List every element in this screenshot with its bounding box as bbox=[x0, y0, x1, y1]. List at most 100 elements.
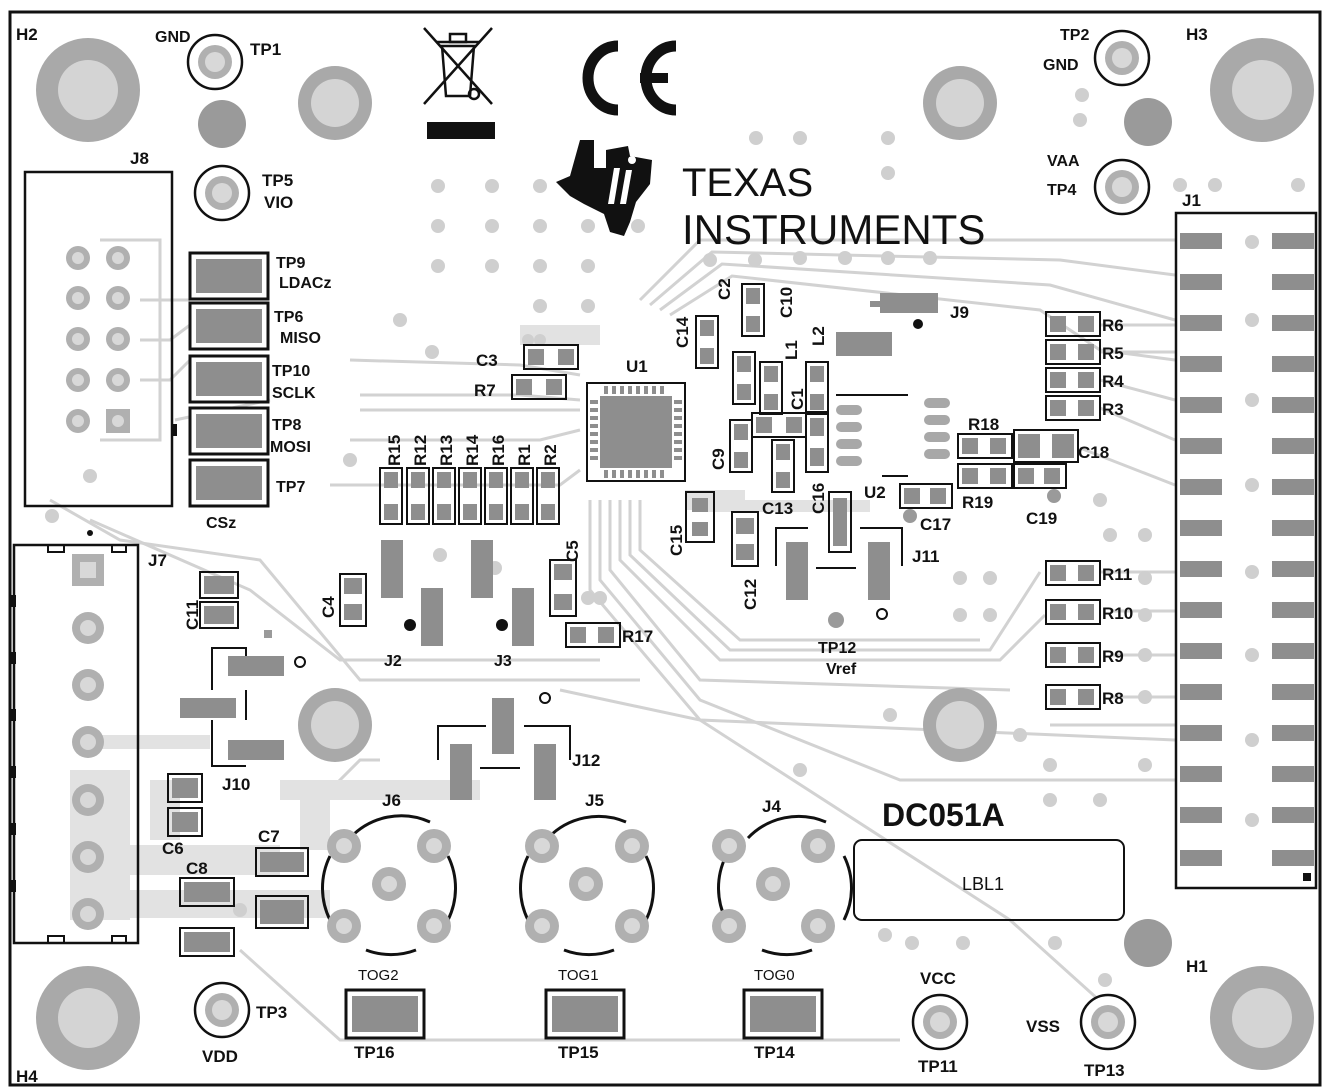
r18-label: R18 bbox=[968, 415, 999, 434]
c7-label: C7 bbox=[258, 827, 280, 846]
tp3-net: VDD bbox=[202, 1047, 238, 1066]
tp5-net: VIO bbox=[264, 193, 293, 212]
r1-label: R1 bbox=[515, 444, 534, 466]
j11-label: J11 bbox=[912, 547, 939, 566]
ce-mark-icon bbox=[582, 40, 677, 116]
tp1-label: TP1 bbox=[250, 40, 281, 59]
j8-label: J8 bbox=[130, 149, 149, 168]
c16-label: C16 bbox=[809, 483, 828, 514]
tp1-net: GND bbox=[155, 29, 191, 46]
resistor-array bbox=[379, 467, 560, 525]
c8-label: C8 bbox=[186, 859, 208, 878]
weee-bin-icon bbox=[423, 27, 493, 105]
tp2-net: GND bbox=[1043, 57, 1079, 74]
ti-logo-icon bbox=[556, 140, 652, 236]
l2-label: L2 bbox=[809, 326, 828, 346]
j7-label: J7 bbox=[148, 551, 167, 570]
r3-label: R3 bbox=[1102, 400, 1124, 419]
tp7-label: TP7 bbox=[276, 479, 305, 496]
hole-h3: H3 bbox=[1186, 25, 1208, 44]
r16-label: R16 bbox=[489, 435, 508, 466]
company-line1: TEXAS bbox=[682, 161, 813, 205]
c18-label: C18 bbox=[1078, 443, 1109, 462]
tp3-label: TP3 bbox=[256, 1003, 287, 1022]
tog1-label: TOG1 bbox=[558, 967, 599, 984]
r10-label: R10 bbox=[1102, 604, 1133, 623]
tp4-label: TP4 bbox=[1047, 182, 1076, 199]
tp6-net: MISO bbox=[280, 330, 321, 347]
tp13-label: TP13 bbox=[1084, 1061, 1125, 1080]
c13-label: C13 bbox=[762, 499, 793, 518]
c4-label: C4 bbox=[319, 596, 338, 618]
j2-label: J2 bbox=[384, 653, 402, 670]
r17-label: R17 bbox=[622, 627, 653, 646]
tp12-net: Vref bbox=[826, 661, 857, 678]
c1-label: C1 bbox=[788, 388, 807, 410]
tp13-net: VSS bbox=[1026, 1017, 1060, 1036]
smd-passives bbox=[167, 283, 1101, 957]
r7-label: R7 bbox=[474, 381, 496, 400]
c2-label: C2 bbox=[715, 278, 734, 300]
j1-label: J1 bbox=[1182, 191, 1201, 210]
j7-connector bbox=[10, 530, 140, 945]
j9-label: J9 bbox=[950, 303, 969, 322]
traces bbox=[49, 238, 1176, 1042]
tp14-label: TP14 bbox=[754, 1043, 795, 1062]
tp11-net: VCC bbox=[920, 969, 956, 988]
silkscreen-text: TEXAS INSTRUMENTS DC051A LBL1 H2 H3 H1 H… bbox=[16, 25, 1208, 1086]
mounting-holes bbox=[36, 38, 1314, 1070]
j10-label: J10 bbox=[222, 775, 250, 794]
r19-label: R19 bbox=[962, 493, 993, 512]
c10-label: C10 bbox=[777, 287, 796, 318]
c12-label: C12 bbox=[741, 579, 760, 610]
j6-label: J6 bbox=[382, 791, 401, 810]
u1-ic bbox=[586, 382, 686, 482]
tog0-label: TOG0 bbox=[754, 967, 795, 984]
vias bbox=[45, 88, 1305, 987]
test-point-rings bbox=[186, 29, 1151, 1051]
tp10-label: TP10 bbox=[272, 363, 310, 380]
r6-label: R6 bbox=[1102, 316, 1124, 335]
tp9-net: LDACz bbox=[279, 275, 331, 292]
label-box-text: LBL1 bbox=[962, 874, 1004, 894]
c19-label: C19 bbox=[1026, 509, 1057, 528]
c9-label: C9 bbox=[709, 448, 728, 470]
r9-label: R9 bbox=[1102, 647, 1124, 666]
tog2-label: TOG2 bbox=[358, 967, 399, 984]
r8-label: R8 bbox=[1102, 689, 1124, 708]
hole-h2: H2 bbox=[16, 25, 38, 44]
j3-label: J3 bbox=[494, 653, 512, 670]
c6-label: C6 bbox=[162, 839, 184, 858]
r12-label: R12 bbox=[411, 435, 430, 466]
u2-label: U2 bbox=[864, 483, 886, 502]
c3-label: C3 bbox=[476, 351, 498, 370]
j5-label: J5 bbox=[585, 791, 604, 810]
r14-label: R14 bbox=[463, 434, 482, 466]
tp11-label: TP11 bbox=[918, 1057, 958, 1076]
j8-header bbox=[23, 170, 177, 508]
tp6-label: TP6 bbox=[274, 309, 303, 326]
tp4-net: VAA bbox=[1047, 153, 1080, 170]
company-line2: INSTRUMENTS bbox=[682, 206, 985, 253]
u1-label: U1 bbox=[626, 357, 648, 376]
tp8-label: TP8 bbox=[272, 417, 301, 434]
tp5-label: TP5 bbox=[262, 171, 293, 190]
toggle-connectors bbox=[320, 814, 854, 957]
c14-label: C14 bbox=[673, 316, 692, 348]
c5-label: C5 bbox=[563, 540, 582, 562]
j4-label: J4 bbox=[762, 797, 781, 816]
tp12-label: TP12 bbox=[818, 640, 856, 657]
smd-test-pads bbox=[188, 251, 824, 1040]
r5-label: R5 bbox=[1102, 344, 1124, 363]
c11-label: C11 bbox=[183, 600, 202, 630]
r11-label: R11 bbox=[1102, 565, 1132, 584]
r2-label: R2 bbox=[541, 444, 560, 466]
tp8-net: MOSI bbox=[270, 439, 311, 456]
csz-label: CSz bbox=[206, 515, 236, 532]
hole-h4: H4 bbox=[16, 1067, 38, 1086]
weee-bar bbox=[427, 122, 495, 139]
j1-connector bbox=[1174, 211, 1318, 890]
c17-label: C17 bbox=[920, 515, 951, 534]
tp9-label: TP9 bbox=[276, 255, 305, 272]
